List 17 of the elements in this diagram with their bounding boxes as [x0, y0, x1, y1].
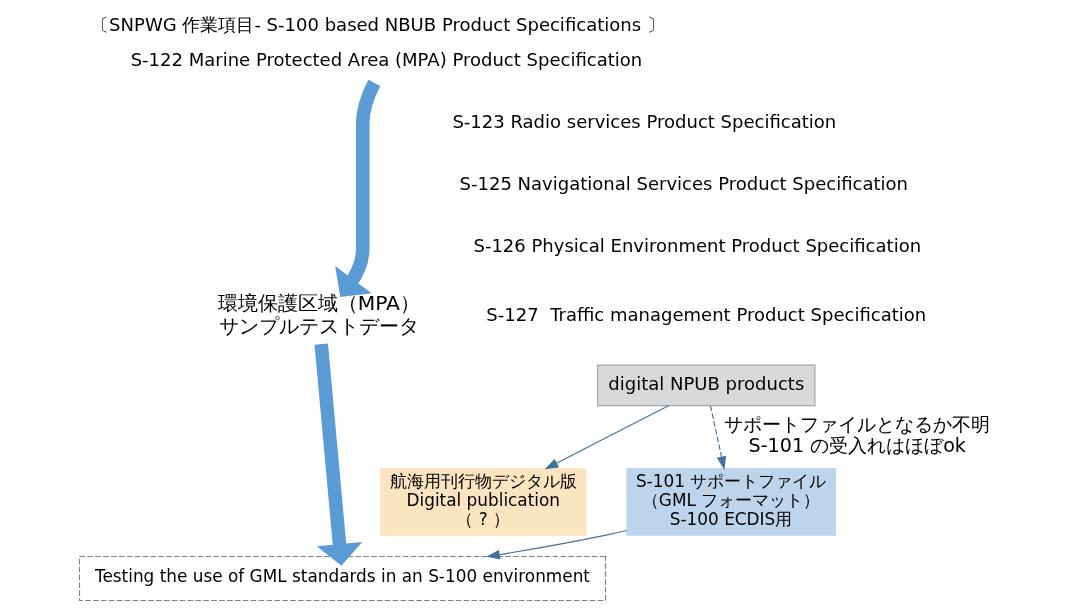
diagram-title: 〔SNPWG 作業項目- S-100 based NBUB Product Specifications 〕 — [90, 14, 665, 36]
node-text: 環境保護区域（MPA） サンプルテストデータ — [217, 291, 420, 338]
label: S-125 Navigational Services Product Specification — [459, 173, 908, 195]
arrow — [485, 530, 627, 560]
label: S-123 Radio services Product Specification — [451, 111, 836, 133]
arrow — [314, 343, 362, 566]
node-box: 航海用刊行物デジタル版 Digital publication （ ? ） — [379, 468, 586, 536]
node-box: digital NPUB products — [596, 364, 816, 407]
label: S-126 Physical Environment Product Specification — [472, 235, 921, 257]
arrow — [709, 405, 726, 470]
arrow — [334, 79, 380, 297]
arrow — [544, 405, 669, 470]
edge-label: サポートファイルとなるか不明 S-101 の受入れはほぼok — [723, 413, 990, 458]
node-box: S-101 サポートファイル （GML フォーマット） S-100 ECDIS用 — [625, 468, 836, 536]
label: S-127 Traffic management Product Specification — [485, 303, 926, 325]
node-text: S-122 Marine Protected Area (MPA) Product Specification — [130, 49, 642, 71]
node-box: Testing the use of GML standards in an S-100 environment — [78, 555, 606, 602]
